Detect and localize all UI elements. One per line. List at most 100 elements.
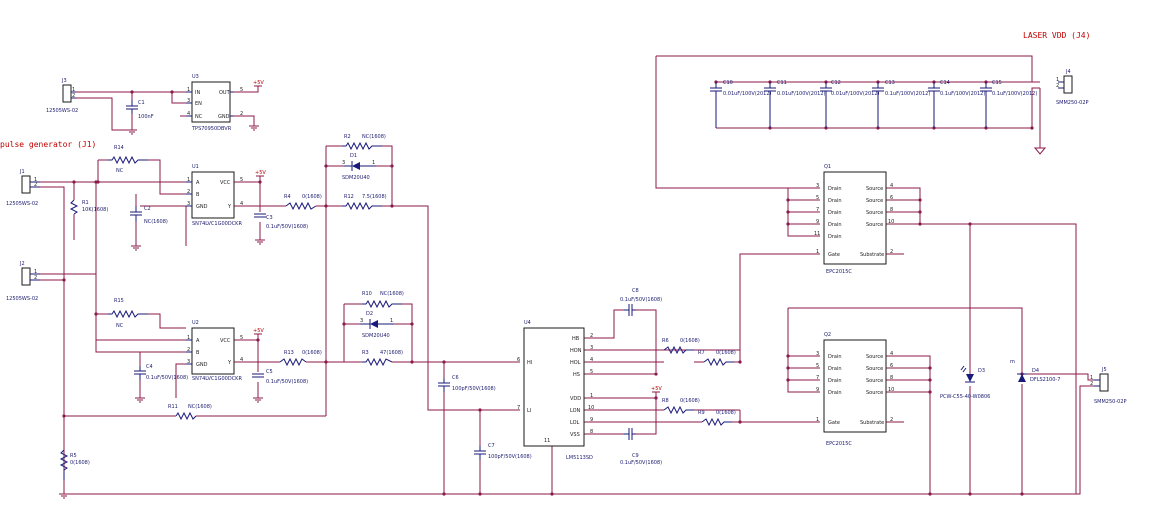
svg-text:1: 1 bbox=[816, 249, 819, 255]
svg-text:NC(1608): NC(1608) bbox=[362, 134, 386, 140]
svg-text:4: 4 bbox=[240, 357, 243, 363]
svg-text:VCC: VCC bbox=[220, 180, 231, 186]
svg-text:C4: C4 bbox=[146, 364, 153, 370]
svg-text:D2: D2 bbox=[366, 311, 373, 317]
pulse-generator-title: pulse generator (J1) bbox=[0, 140, 96, 149]
u4-ref: U4 bbox=[524, 320, 531, 326]
diode-d2: 3 1 D2 SDM20U40 bbox=[360, 311, 394, 339]
svg-text:D1: D1 bbox=[350, 153, 357, 159]
svg-text:R15: R15 bbox=[114, 298, 124, 304]
pwr-label-u3: +5V bbox=[253, 80, 264, 86]
svg-text:IN: IN bbox=[195, 90, 200, 96]
pwr-label-u1: +5V bbox=[255, 170, 266, 176]
svg-text:LON: LON bbox=[570, 408, 581, 414]
svg-text:C10: C10 bbox=[723, 80, 733, 86]
svg-text:1: 1 bbox=[590, 393, 593, 399]
svg-text:HS: HS bbox=[573, 372, 580, 378]
connector-j4: 1 2 J4 SMM250-02P bbox=[1056, 69, 1089, 106]
svg-text:Source: Source bbox=[866, 186, 883, 192]
ic-u4: U4 LM5113SD 6 7 HI LI 2 3 4 5 1 10 9 8 H… bbox=[517, 320, 594, 461]
svg-text:C6: C6 bbox=[452, 375, 459, 381]
svg-text:11: 11 bbox=[544, 438, 550, 444]
laser-vdd-title: LASER VDD (J4) bbox=[1023, 31, 1090, 40]
svg-text:1: 1 bbox=[34, 177, 37, 183]
svg-text:C7: C7 bbox=[488, 443, 495, 449]
svg-text:NC: NC bbox=[116, 168, 124, 174]
svg-text:6: 6 bbox=[517, 357, 520, 363]
svg-text:9: 9 bbox=[816, 387, 819, 393]
ic-u3: U3 TPS70950DBVR 1 3 4 IN EN NC 5 2 OUT G… bbox=[186, 74, 243, 132]
svg-text:C1: C1 bbox=[138, 100, 145, 106]
svg-text:0.1uF/100V(2012): 0.1uF/100V(2012) bbox=[992, 91, 1037, 97]
svg-text:11: 11 bbox=[814, 231, 820, 237]
svg-text:A: A bbox=[196, 338, 200, 344]
connector-j2: 1 2 J2 12505WS-02 bbox=[6, 261, 40, 302]
svg-text:2: 2 bbox=[1090, 381, 1093, 387]
svg-text:HI: HI bbox=[527, 360, 532, 366]
svg-text:C15: C15 bbox=[992, 80, 1002, 86]
svg-text:R4: R4 bbox=[284, 194, 291, 200]
svg-text:3: 3 bbox=[816, 351, 819, 357]
junction-dots bbox=[62, 80, 1034, 496]
svg-text:VCC: VCC bbox=[220, 338, 231, 344]
svg-text:R1: R1 bbox=[82, 200, 89, 206]
svg-text:Y: Y bbox=[227, 204, 232, 210]
svg-text:A: A bbox=[196, 180, 200, 186]
svg-text:2: 2 bbox=[1056, 83, 1059, 89]
svg-text:9: 9 bbox=[816, 219, 819, 225]
svg-text:R3: R3 bbox=[362, 350, 369, 356]
svg-text:2: 2 bbox=[890, 249, 893, 255]
svg-text:2: 2 bbox=[187, 189, 190, 195]
svg-text:C14: C14 bbox=[940, 80, 950, 86]
svg-text:0(1608): 0(1608) bbox=[680, 338, 700, 344]
svg-text:Source: Source bbox=[866, 378, 883, 384]
svg-text:GND: GND bbox=[196, 204, 208, 210]
svg-text:0(1608): 0(1608) bbox=[302, 194, 322, 200]
svg-text:5: 5 bbox=[590, 369, 593, 375]
svg-text:R5: R5 bbox=[70, 453, 77, 459]
svg-text:Substrate: Substrate bbox=[860, 252, 884, 258]
svg-text:Drain: Drain bbox=[828, 354, 842, 360]
svg-text:LOL: LOL bbox=[570, 420, 580, 426]
svg-text:4: 4 bbox=[187, 111, 190, 117]
wires bbox=[40, 55, 1094, 495]
svg-text:C13: C13 bbox=[885, 80, 895, 86]
svg-text:VSS: VSS bbox=[570, 432, 580, 438]
svg-text:HB: HB bbox=[572, 336, 580, 342]
svg-text:0.1uF/50V(1608): 0.1uF/50V(1608) bbox=[146, 375, 188, 381]
svg-text:0(1608): 0(1608) bbox=[70, 460, 90, 466]
svg-text:2: 2 bbox=[590, 333, 593, 339]
svg-text:2: 2 bbox=[34, 182, 37, 188]
svg-text:2: 2 bbox=[187, 347, 190, 353]
svg-text:0.1uF/100V(2012): 0.1uF/100V(2012) bbox=[940, 91, 985, 97]
svg-text:R9: R9 bbox=[698, 410, 705, 416]
svg-text:5: 5 bbox=[240, 87, 243, 93]
svg-text:3: 3 bbox=[590, 345, 593, 351]
svg-text:Gate: Gate bbox=[828, 252, 840, 258]
svg-text:VDD: VDD bbox=[570, 396, 581, 402]
fet-q1: Q1 EPC2015C 3 5 7 9 11 1 Drain Drain Dra… bbox=[814, 164, 894, 275]
svg-text:0.1uF/50V(1608): 0.1uF/50V(1608) bbox=[620, 460, 662, 466]
svg-text:Source: Source bbox=[866, 222, 883, 228]
svg-text:0.01uF/100V(2012): 0.01uF/100V(2012) bbox=[831, 91, 880, 97]
svg-text:1: 1 bbox=[187, 87, 190, 93]
svg-text:2: 2 bbox=[72, 93, 75, 99]
svg-text:0(1608): 0(1608) bbox=[680, 398, 700, 404]
ic-u2: U2 SN74LVC1G00DCKR 1 2 3 A B GND 5 4 VCC… bbox=[186, 320, 243, 382]
j3-ref: J3 bbox=[61, 78, 67, 84]
svg-text:Source: Source bbox=[866, 210, 883, 216]
svg-text:DFLS2100-7: DFLS2100-7 bbox=[1030, 377, 1060, 383]
svg-text:1: 1 bbox=[187, 335, 190, 341]
laser-diode-d3: D3 PCW-C55-40-W0806 bbox=[940, 365, 990, 400]
svg-text:C9: C9 bbox=[632, 453, 639, 459]
svg-text:Y: Y bbox=[227, 360, 232, 366]
svg-text:R2: R2 bbox=[344, 134, 351, 140]
ground-symbols bbox=[59, 125, 1047, 499]
connector-j5: 1 2 J5 SMM250-02P bbox=[1090, 367, 1127, 405]
svg-text:C3: C3 bbox=[266, 215, 273, 221]
svg-text:Source: Source bbox=[866, 390, 883, 396]
u4-part: LM5113SD bbox=[566, 455, 593, 461]
u2-part: SN74LVC1G00DCKR bbox=[192, 376, 242, 382]
svg-text:2: 2 bbox=[890, 417, 893, 423]
